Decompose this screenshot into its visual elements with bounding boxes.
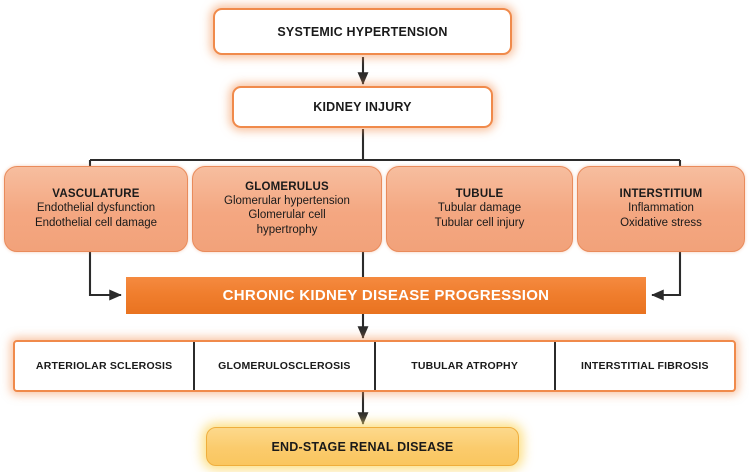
node-glomerulus-line-1: Glomerular hypertension bbox=[224, 194, 350, 207]
node-vasculature[interactable]: VASCULATURE Endothelial dysfunction Endo… bbox=[4, 166, 188, 252]
node-kidney-injury-label: KIDNEY INJURY bbox=[313, 100, 412, 114]
node-tubule[interactable]: TUBULE Tubular damage Tubular cell injur… bbox=[386, 166, 573, 252]
node-tubular-atrophy-label: TUBULAR ATROPHY bbox=[411, 360, 519, 372]
node-vasculature-line-2: Endothelial cell damage bbox=[34, 216, 158, 229]
node-glomerulus-line-2: Glomerular cell bbox=[248, 209, 326, 222]
arrow-interstitium-to-progression bbox=[651, 252, 682, 301]
node-interstitium-title: INTERSTITIUM bbox=[619, 188, 703, 200]
node-interstitium[interactable]: INTERSTITIUM Inflammation Oxidative stre… bbox=[577, 166, 745, 252]
node-arteriolar-sclerosis[interactable]: ARTERIOLAR SCLEROSIS bbox=[15, 342, 196, 390]
node-tubule-line-1: Tubular damage bbox=[437, 202, 522, 214]
node-chronic-kidney-disease-progression[interactable]: CHRONIC KIDNEY DISEASE PROGRESSION bbox=[126, 277, 646, 314]
node-vasculature-line-1: Endothelial dysfunction bbox=[36, 202, 156, 214]
node-interstitial-fibrosis[interactable]: INTERSTITIAL FIBROSIS bbox=[556, 342, 734, 390]
node-tubule-line-2: Tubular cell injury bbox=[434, 216, 525, 229]
node-interstitium-line-1: Inflammation bbox=[628, 202, 694, 214]
node-end-stage-renal-disease-label: END-STAGE RENAL DISEASE bbox=[271, 439, 454, 454]
node-glomerulus-title: GLOMERULUS bbox=[245, 180, 329, 193]
node-tubular-atrophy[interactable]: TUBULAR ATROPHY bbox=[376, 342, 556, 390]
node-end-stage-renal-disease[interactable]: END-STAGE RENAL DISEASE bbox=[206, 427, 519, 466]
node-glomerulosclerosis-label: GLOMERULOSCLEROSIS bbox=[218, 360, 351, 372]
node-kidney-injury[interactable]: KIDNEY INJURY bbox=[232, 86, 493, 128]
node-tubule-title: TUBULE bbox=[455, 188, 504, 200]
node-interstitium-line-2: Oxidative stress bbox=[620, 216, 702, 229]
outcome-strip: ARTERIOLAR SCLEROSIS GLOMERULOSCLEROSIS … bbox=[13, 340, 736, 392]
node-glomerulus[interactable]: GLOMERULUS Glomerular hypertension Glome… bbox=[192, 166, 382, 252]
node-interstitial-fibrosis-label: INTERSTITIAL FIBROSIS bbox=[581, 360, 709, 372]
node-systemic-hypertension[interactable]: SYSTEMIC HYPERTENSION bbox=[213, 8, 512, 55]
node-glomerulosclerosis[interactable]: GLOMERULOSCLEROSIS bbox=[195, 342, 376, 390]
node-vasculature-title: VASCULATURE bbox=[52, 188, 140, 200]
progression-banner-label: CHRONIC KIDNEY DISEASE PROGRESSION bbox=[222, 287, 550, 304]
node-arteriolar-sclerosis-label: ARTERIOLAR SCLEROSIS bbox=[35, 360, 173, 372]
arrow-vasculature-to-progression bbox=[88, 252, 122, 301]
node-glomerulus-line-3: hypertrophy bbox=[256, 223, 318, 236]
node-systemic-hypertension-label: SYSTEMIC HYPERTENSION bbox=[277, 24, 448, 39]
